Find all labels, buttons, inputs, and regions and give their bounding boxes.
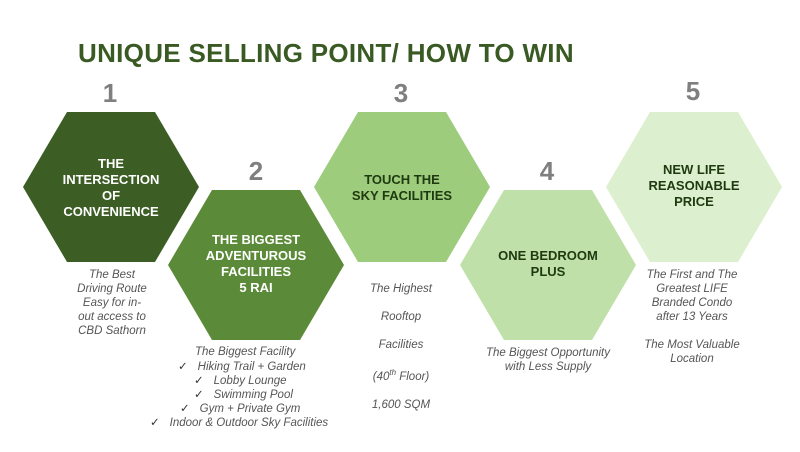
step-5-label: NEW LIFE REASONABLE PRICE	[648, 162, 740, 209]
check-icon: ✓	[194, 375, 204, 387]
page-title: UNIQUE SELLING POINT/ HOW TO WIN	[78, 38, 574, 68]
step-1-description: The Best Driving Route Easy for in- out …	[77, 269, 147, 337]
step-number-1: 1	[102, 78, 118, 108]
check-icon: ✓	[194, 389, 204, 401]
list-item: ✓Indoor & Outdoor Sky Facilities	[150, 417, 329, 429]
check-icon: ✓	[178, 361, 188, 373]
step-5-description: The First and The Greatest LIFE Branded …	[644, 269, 740, 365]
step-3-description: The Highest Rooftop Facilities (40th Flo…	[369, 283, 432, 411]
step-number-5: 5	[685, 76, 701, 106]
list-item: ✓Gym + Private Gym	[180, 403, 301, 415]
step-4-description: The Biggest Opportunity with Less Supply	[485, 347, 610, 373]
step-number-3: 3	[393, 78, 409, 108]
list-item: ✓Lobby Lounge	[194, 375, 287, 387]
step-number-4: 4	[539, 156, 555, 186]
check-icon: ✓	[180, 403, 190, 415]
step-4-label: ONE BEDROOM PLUS	[498, 248, 598, 279]
step-2-label: THE BIGGEST ADVENTUROUS FACILITIES 5 RAI	[205, 232, 307, 295]
step-3-label: TOUCH THE SKY FACILITIES	[351, 172, 453, 203]
list-item: ✓Swimming Pool	[194, 389, 293, 401]
facility-list-title: The Biggest Facility	[195, 346, 296, 358]
step-1-label: THE INTERSECTION OF CONVENIENCE	[62, 156, 160, 219]
step-number-2: 2	[248, 156, 264, 186]
step-3-hexagon	[314, 112, 490, 262]
list-item: ✓Hiking Trail + Garden	[178, 361, 306, 373]
check-icon: ✓	[150, 417, 160, 429]
